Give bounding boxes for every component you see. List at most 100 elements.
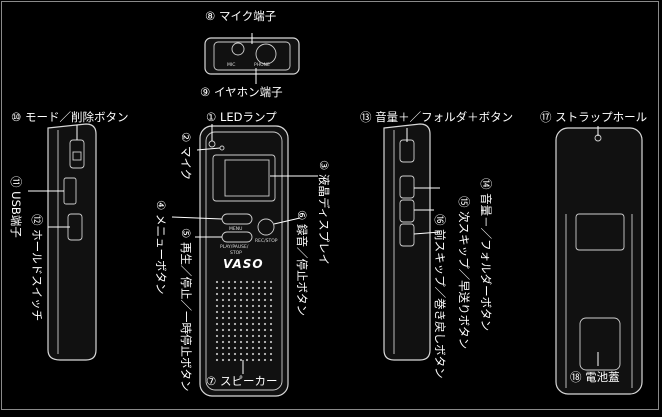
speaker-hole xyxy=(227,310,231,314)
left-side-view xyxy=(47,123,97,361)
front-bezel xyxy=(205,131,283,391)
speaker-hole xyxy=(257,304,261,308)
next-button-shape xyxy=(399,199,415,223)
speaker-hole xyxy=(215,352,219,356)
speaker-hole xyxy=(233,310,237,314)
speaker-hole xyxy=(257,328,261,332)
speaker-hole xyxy=(263,328,267,332)
speaker-hole xyxy=(251,322,255,326)
speaker-hole xyxy=(233,298,237,302)
battery-compartment xyxy=(579,317,621,371)
speaker-hole xyxy=(245,298,249,302)
speaker-hole xyxy=(233,352,237,356)
mode-button-core xyxy=(72,151,82,161)
speaker-hole xyxy=(263,346,267,350)
speaker-hole xyxy=(263,310,267,314)
speaker-grill xyxy=(215,280,273,362)
speaker-hole xyxy=(263,334,267,338)
speaker-hole xyxy=(233,316,237,320)
speaker-hole xyxy=(257,310,261,314)
speaker-hole xyxy=(221,328,225,332)
speaker-hole xyxy=(269,322,273,326)
speaker-hole xyxy=(257,292,261,296)
speaker-hole xyxy=(215,346,219,350)
speaker-hole xyxy=(233,340,237,344)
speaker-hole xyxy=(245,334,249,338)
speaker-hole xyxy=(215,280,219,284)
speaker-hole xyxy=(245,304,249,308)
speaker-hole xyxy=(215,292,219,296)
speaker-hole xyxy=(215,328,219,332)
callout-mic-jack: ⑧ マイク端子 xyxy=(205,9,276,23)
speaker-hole xyxy=(263,304,267,308)
speaker-hole xyxy=(239,316,243,320)
speaker-hole xyxy=(227,316,231,320)
speaker-hole xyxy=(215,286,219,290)
speaker-hole xyxy=(239,340,243,344)
speaker-hole xyxy=(245,358,249,362)
speaker-hole xyxy=(215,340,219,344)
speaker-hole xyxy=(221,310,225,314)
speaker-hole xyxy=(257,280,261,284)
speaker-hole xyxy=(245,286,249,290)
speaker-hole xyxy=(215,298,219,302)
speaker-hole xyxy=(251,346,255,350)
speaker-hole xyxy=(269,334,273,338)
lcd-display-screen xyxy=(224,159,270,197)
speaker-hole xyxy=(245,292,249,296)
speaker-hole xyxy=(239,328,243,332)
speaker-hole xyxy=(257,346,261,350)
speaker-hole xyxy=(251,304,255,308)
speaker-hole xyxy=(221,286,225,290)
callout-earphone-jack: ⑨ イヤホン端子 xyxy=(200,85,283,99)
speaker-hole xyxy=(269,304,273,308)
callout-mode-delete: ⑩ モード／削除ボタン xyxy=(11,110,128,124)
brand-logo: VASO xyxy=(223,257,264,271)
speaker-hole xyxy=(245,346,249,350)
speaker-hole xyxy=(257,358,261,362)
speaker-hole xyxy=(269,286,273,290)
menu-label: MENU xyxy=(229,226,242,232)
speaker-hole xyxy=(239,298,243,302)
speaker-hole xyxy=(233,286,237,290)
speaker-hole xyxy=(269,316,273,320)
speaker-hole xyxy=(221,322,225,326)
speaker-hole xyxy=(263,280,267,284)
rec-label: REC/STOP xyxy=(255,238,278,244)
speaker-hole xyxy=(257,316,261,320)
speaker-hole xyxy=(227,322,231,326)
speaker-hole xyxy=(257,286,261,290)
speaker-hole xyxy=(215,334,219,338)
leader-lines xyxy=(28,33,599,374)
speaker-hole xyxy=(251,352,255,356)
speaker-hole xyxy=(263,322,267,326)
speaker-hole xyxy=(263,340,267,344)
right-side-view xyxy=(383,123,431,361)
speaker-hole xyxy=(233,358,237,362)
speaker-hole xyxy=(227,358,231,362)
speaker-hole xyxy=(245,328,249,332)
back-body xyxy=(555,127,643,395)
callout-usb: ⑪ USB端子 xyxy=(9,176,23,238)
speaker-hole xyxy=(215,310,219,314)
speaker-hole xyxy=(233,280,237,284)
speaker-hole xyxy=(215,304,219,308)
speaker-hole xyxy=(227,346,231,350)
left-side-body xyxy=(47,123,97,361)
speaker-hole xyxy=(221,334,225,338)
speaker-hole xyxy=(251,340,255,344)
play-label-1: PLAY/PAUSE/ xyxy=(220,244,249,250)
right-side-body xyxy=(383,123,431,361)
speaker-hole xyxy=(239,352,243,356)
speaker-hole xyxy=(227,334,231,338)
speaker-hole xyxy=(239,280,243,284)
speaker-hole xyxy=(257,334,261,338)
play-label-2: STOP xyxy=(230,250,242,256)
callout-labels: ① LEDランプ ② マイク ③ 液晶ディスプレイ ④ メニューボタン ⑤ 再生… xyxy=(9,9,647,391)
speaker-hole xyxy=(263,286,267,290)
speaker-hole xyxy=(227,328,231,332)
callout-rec-stop: ⑥ 録音／停止ボタン xyxy=(295,210,309,316)
speaker-hole xyxy=(251,358,255,362)
callout-vol-down-folder: ⑭ 音量－／フォルダーボタン xyxy=(479,178,493,331)
